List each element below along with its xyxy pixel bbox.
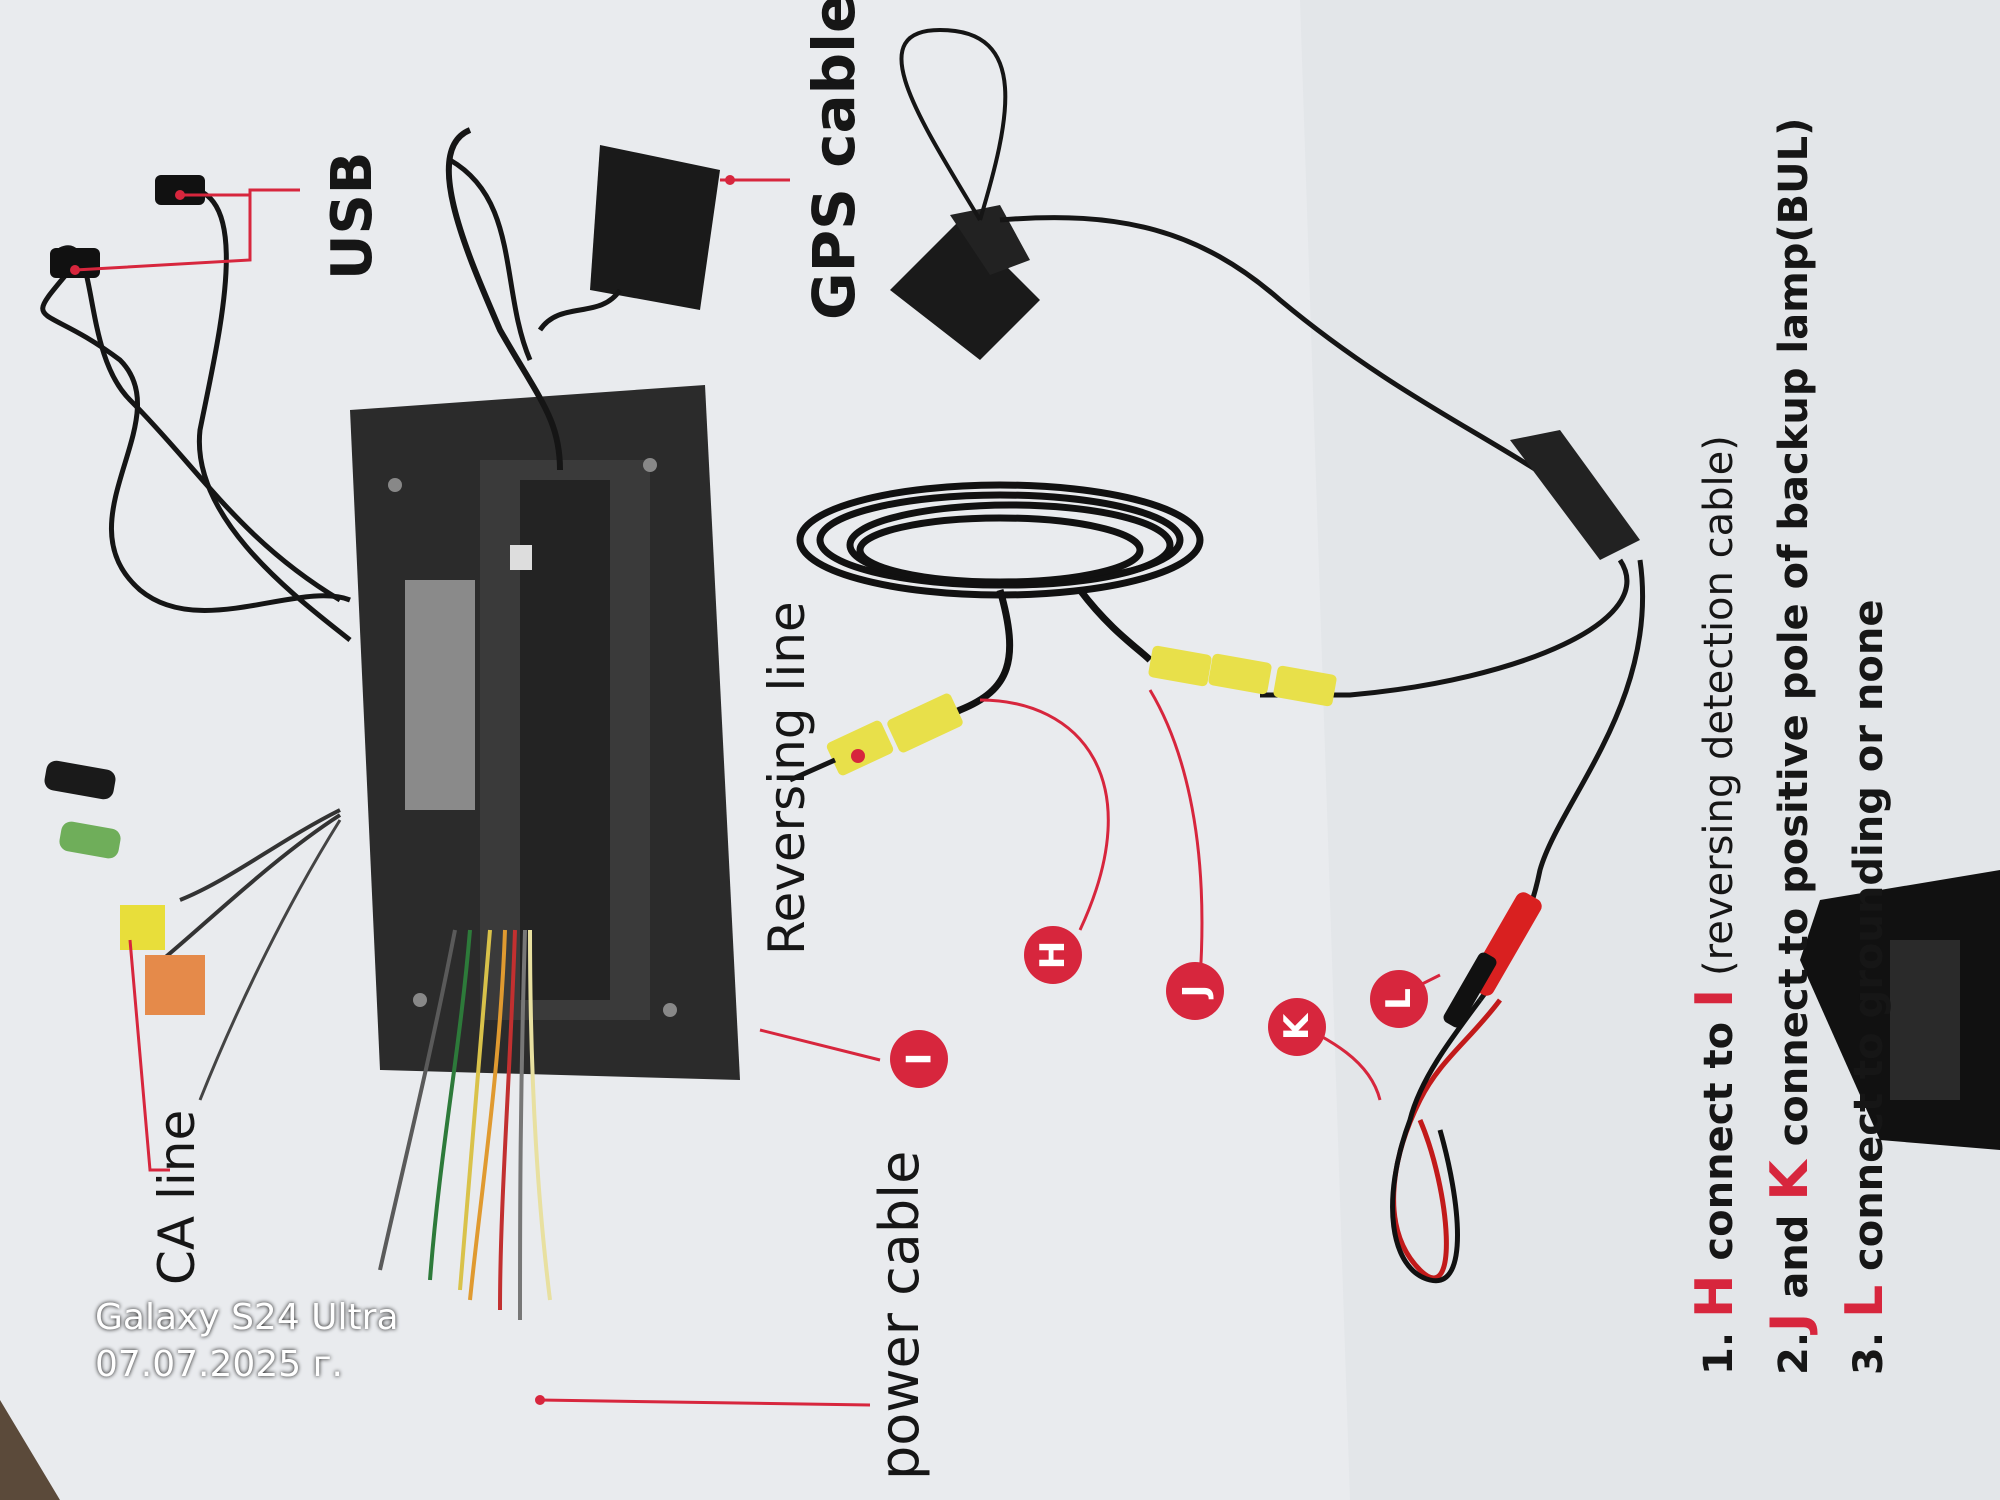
reversing-line-label: Reversing line — [758, 601, 816, 955]
reversing-cable-coil — [796, 481, 1204, 744]
power-cable-label: power cable — [868, 1151, 931, 1480]
badge-k-letter: K — [1276, 1013, 1317, 1041]
note-2: 2.J and K connect to positive pole of ba… — [1760, 118, 1820, 1375]
note-1-description: (reversing detection cable) — [1696, 435, 1742, 989]
note-2-letter-k: K — [1760, 1160, 1820, 1201]
note-1-number: 1. — [1696, 1331, 1742, 1375]
note-3: 3. L connect to grounding or none — [1835, 600, 1895, 1375]
power-cable-label-text: power cable — [868, 1150, 931, 1480]
note-2-number: 2. — [1771, 1331, 1817, 1375]
badge-h: H — [1024, 926, 1082, 984]
badge-i-letter: I — [899, 1052, 939, 1066]
rca-line-wires — [44, 760, 342, 1101]
note-2-and-text: and — [1771, 1200, 1817, 1313]
usb-pointer — [74, 188, 300, 272]
gps-cable-label-text: GPS cable — [800, 0, 868, 320]
note-1-letter-h: H — [1685, 1274, 1745, 1319]
badge-j-letter: J — [1175, 984, 1215, 998]
badge-i: I — [890, 1030, 948, 1088]
rca-line-label: CA line — [148, 1110, 206, 1285]
reversing-line-label-text: Reversing line — [758, 601, 816, 955]
note-2-letter-j: J — [1760, 1312, 1820, 1332]
power-cable-bundle — [378, 929, 552, 1321]
gps-cable-label: GPS cable — [800, 0, 868, 320]
rca-line-label-text: CA line — [148, 1109, 206, 1285]
note-3-number: 3. — [1846, 1318, 1892, 1375]
badge-l: L — [1370, 970, 1428, 1028]
harness-connector — [1800, 870, 2000, 1150]
note-3-description: connect to grounding or none — [1846, 599, 1892, 1285]
note-1-letter-i: I — [1685, 988, 1745, 1009]
head-unit — [350, 385, 740, 1080]
note-3-letter-l: L — [1835, 1284, 1895, 1319]
camera-watermark: Galaxy S24 Ultra 07.07.2025 г. — [95, 1295, 399, 1389]
badge-pointers — [759, 689, 1441, 1101]
gps-antenna — [445, 127, 720, 471]
note-2-description: connect to positive pole of backup lamp(… — [1771, 117, 1817, 1161]
badge-h-letter: H — [1033, 940, 1073, 970]
badge-k: K — [1268, 998, 1326, 1056]
camera-splitter — [1510, 430, 1640, 560]
rca-plugs — [826, 645, 1337, 776]
note-1-connect-text: connect to — [1696, 1008, 1742, 1275]
watermark-device: Galaxy S24 Ultra — [95, 1297, 399, 1338]
power-leads — [1390, 998, 1502, 1284]
usb-label-text: USB — [320, 151, 385, 281]
note-1: 1. H connect to I (reversing detection c… — [1685, 435, 1745, 1375]
badge-l-letter: L — [1378, 988, 1419, 1010]
usb-label: USB — [320, 152, 385, 281]
badge-j: J — [1166, 962, 1224, 1020]
watermark-date: 07.07.2025 г. — [95, 1343, 343, 1385]
rear-camera — [890, 27, 1582, 503]
